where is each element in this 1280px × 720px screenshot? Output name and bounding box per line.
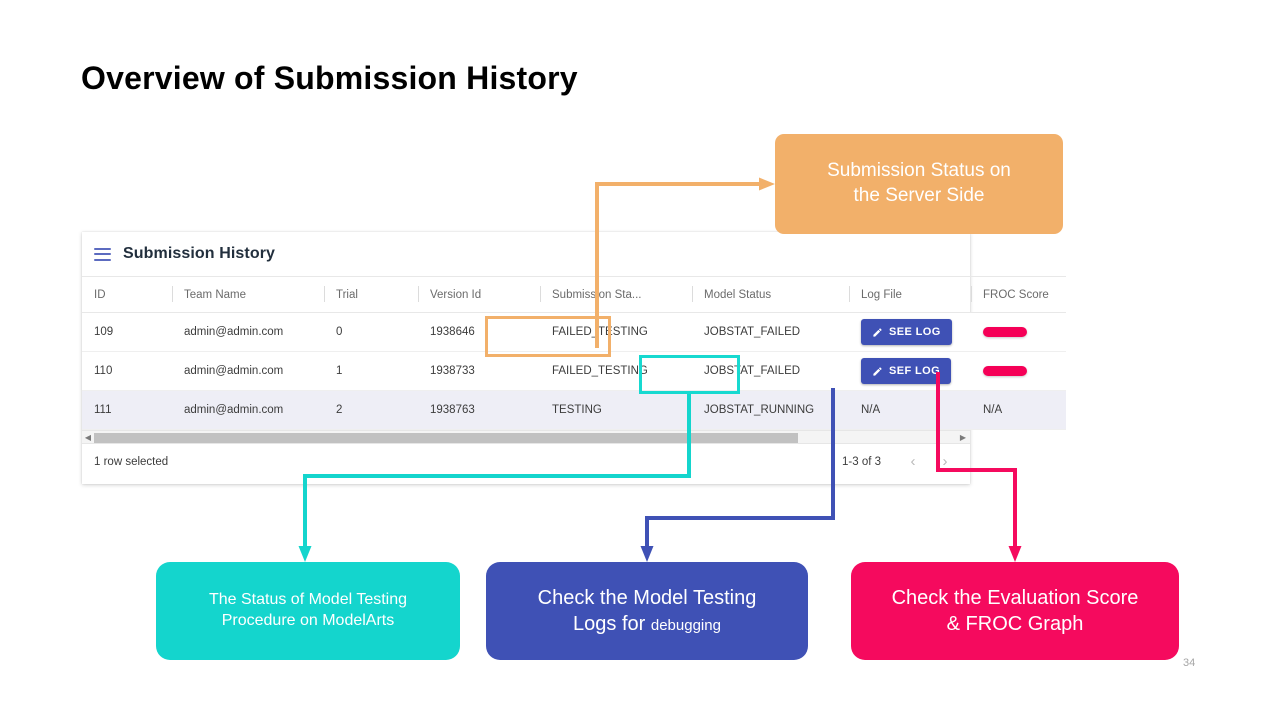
cell-submission-status: TESTING [540, 390, 692, 430]
cell-team-name: admin@admin.com [172, 390, 324, 430]
card-footer: 1 row selected 1-3 of 3 ‹ › [82, 445, 970, 484]
callout-server-status: Submission Status on the Server Side [775, 134, 1063, 234]
pencil-icon [873, 327, 882, 337]
cell-log-file: SEF LOG [849, 351, 971, 391]
horizontal-scrollbar[interactable]: ◀ ▶ [82, 430, 970, 444]
callout-server-status-line1: Submission Status on [827, 160, 1011, 182]
callout-testing-logs-line1: Check the Model Testing [537, 587, 757, 609]
scrollbar-thumb[interactable] [94, 433, 798, 443]
column-header-id[interactable]: ID [82, 276, 172, 313]
callout-evaluation-line2: & FROC Graph [946, 613, 1084, 635]
cell-model-status: JOBSTAT_FAILED [692, 351, 849, 391]
cell-trial: 1 [324, 351, 418, 391]
cell-submission-status: FAILED_TESTING [540, 351, 692, 391]
cell-froc-score [971, 351, 1066, 391]
cell-froc-score [971, 312, 1066, 352]
chevron-left-icon[interactable]: ‹ [910, 453, 916, 470]
highlight-box-model-status [639, 355, 740, 394]
callout-modelarts-status: The Status of Model Testing Procedure on… [156, 562, 460, 660]
see-log-button-label: SEE LOG [889, 326, 941, 338]
chevron-right-icon[interactable]: › [942, 453, 948, 470]
cell-froc-score: N/A [971, 390, 1066, 430]
hamburger-icon[interactable] [94, 247, 111, 261]
highlight-box-submission-status [485, 316, 611, 357]
see-log-button-label: SEF LOG [889, 365, 941, 377]
callout-testing-logs-emphasis: debugging [650, 617, 721, 634]
pagination-range-label: 1-3 of 3 [842, 456, 881, 468]
card-header: Submission History [82, 232, 970, 276]
cell-log-file: SEE LOG [849, 312, 971, 352]
column-header-trial[interactable]: Trial [324, 276, 418, 313]
callout-testing-logs-line2: Logs for [573, 613, 651, 635]
column-header-froc-score[interactable]: FROC Score [971, 276, 1066, 313]
column-header-team-name[interactable]: Team Name [172, 276, 324, 313]
froc-score-bar [983, 326, 1027, 337]
column-header-submission-status[interactable]: Submission Sta... [540, 276, 692, 313]
cell-version-id: 1938733 [418, 351, 540, 391]
cell-model-status: JOBSTAT_RUNNING [692, 390, 849, 430]
cell-version-id: 1938646 [418, 312, 540, 352]
caret-right-icon[interactable]: ▶ [959, 433, 967, 442]
page-title: Overview of Submission History [81, 60, 578, 96]
caret-left-icon[interactable]: ◀ [84, 433, 92, 442]
callout-evaluation: Check the Evaluation Score & FROC Graph [851, 562, 1179, 660]
cell-version-id: 1938763 [418, 390, 540, 430]
callout-testing-logs: Check the Model Testing Logs for debuggi… [486, 562, 808, 660]
callout-modelarts-status-line2: Procedure on ModelArts [221, 612, 395, 629]
cell-trial: 2 [324, 390, 418, 430]
rows-selected-label: 1 row selected [94, 456, 169, 468]
cell-id: 110 [82, 351, 172, 391]
pencil-icon [873, 366, 882, 376]
see-log-button[interactable]: SEF LOG [861, 358, 952, 384]
callout-evaluation-line1: Check the Evaluation Score [891, 587, 1139, 609]
cell-id: 111 [82, 390, 172, 430]
froc-score-bar [983, 365, 1027, 376]
cell-id: 109 [82, 312, 172, 352]
table-header-row: ID Team Name Trial Version Id Submission… [82, 276, 1066, 313]
column-header-model-status[interactable]: Model Status [692, 276, 849, 313]
card-title: Submission History [123, 245, 276, 262]
cell-team-name: admin@admin.com [172, 351, 324, 391]
callout-server-status-line2: the Server Side [853, 185, 985, 206]
slide-page-number: 34 [1183, 657, 1196, 669]
submission-history-card: Submission History ID Team Name Trial Ve… [82, 232, 1066, 484]
see-log-button[interactable]: SEE LOG [861, 319, 952, 345]
cell-team-name: admin@admin.com [172, 312, 324, 352]
table-row[interactable]: 111 admin@admin.com 2 1938763 TESTING JO… [82, 390, 1066, 430]
callout-modelarts-status-line1: The Status of Model Testing [208, 591, 408, 609]
table-row[interactable]: 110 admin@admin.com 1 1938733 FAILED_TES… [82, 351, 1066, 391]
column-header-version-id[interactable]: Version Id [418, 276, 540, 313]
column-header-log-file[interactable]: Log File [849, 276, 971, 313]
cell-trial: 0 [324, 312, 418, 352]
cell-log-file: N/A [849, 390, 971, 430]
cell-model-status: JOBSTAT_FAILED [692, 312, 849, 352]
